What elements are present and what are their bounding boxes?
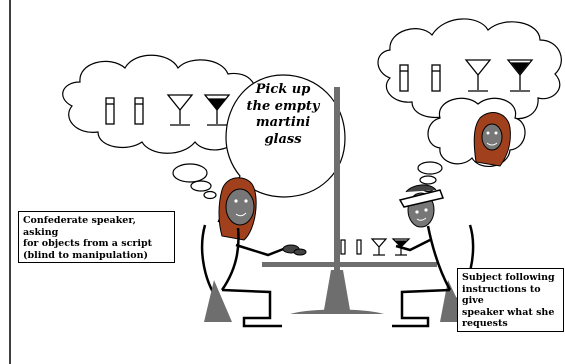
table-top	[262, 262, 437, 267]
caption-line: Confederate speaker, asking	[23, 215, 170, 238]
imagined-speaker-head	[474, 113, 510, 166]
subject-thought-bubble	[378, 19, 561, 192]
shot-glass-icon	[432, 65, 440, 91]
confederate-face	[226, 189, 254, 225]
caption-line: for objects from a script	[23, 238, 170, 250]
table-base	[324, 270, 350, 310]
shot-glass-icon	[135, 98, 143, 124]
caption-line: Subject following	[462, 272, 559, 284]
speech-line: Pick up	[243, 82, 323, 99]
speech-bubble-text: Pick up the empty martini glass	[243, 82, 323, 148]
caption-line: (blind to manipulation)	[23, 250, 170, 262]
shot-glass-icon	[341, 240, 345, 254]
caption-line: speaker what she	[462, 307, 559, 319]
speech-line: the empty	[243, 99, 323, 116]
caption-line: instructions to give	[462, 284, 559, 307]
confederate-body	[222, 228, 286, 326]
confederate-caption: Confederate speaker, asking for objects …	[18, 211, 175, 263]
shot-glass-icon	[106, 98, 114, 124]
shot-glass-icon	[357, 240, 361, 254]
confederate-chair-leg	[204, 280, 232, 322]
martini-glass-icon	[372, 239, 386, 255]
shot-glass-icon	[400, 65, 408, 91]
speech-line: martini	[243, 115, 323, 132]
table-foot	[290, 310, 384, 315]
subject-caption: Subject following instructions to give s…	[457, 268, 564, 332]
speech-line: glass	[243, 132, 323, 149]
confederate-person	[202, 178, 306, 326]
caption-line: requests	[462, 318, 559, 330]
